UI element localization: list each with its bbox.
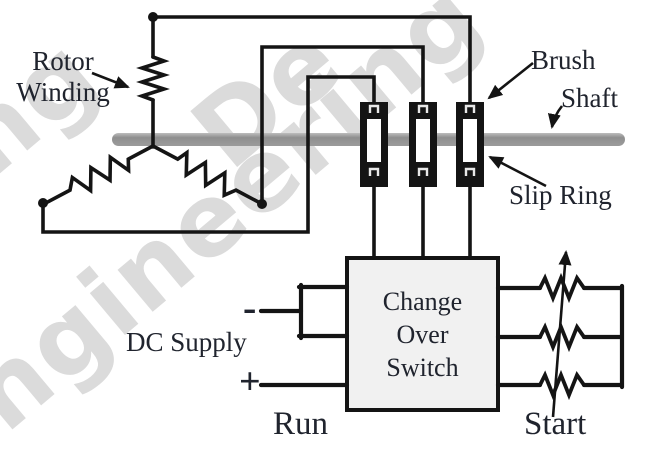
dc-supply-wiring xyxy=(258,282,350,388)
switch-label-line1: Change xyxy=(382,286,463,316)
junction-dot-left xyxy=(38,198,48,208)
resistor-rotor-top xyxy=(136,55,170,102)
resistor-start-2 xyxy=(538,321,586,353)
resistor-rotor-left xyxy=(41,144,155,207)
shaft-arrow xyxy=(547,105,564,129)
resistor-start-3 xyxy=(538,369,586,401)
wiring xyxy=(41,15,472,260)
wire-right-terminal-to-ring2 xyxy=(260,45,425,206)
brush-icon xyxy=(417,104,429,113)
junction-dot-top xyxy=(148,12,158,22)
minus-fork-connector xyxy=(296,282,350,341)
rotor-winding-arrow xyxy=(91,71,130,89)
junction-dots xyxy=(38,12,267,209)
wire-left-terminal-to-ring1 xyxy=(41,75,376,234)
switch-label-line2: Over xyxy=(396,319,449,349)
brush-icon xyxy=(368,104,380,113)
brush-icon xyxy=(464,104,476,113)
dc-supply-label: DC Supply xyxy=(126,327,247,357)
rotor-winding-label-line2: Winding xyxy=(16,77,110,107)
resistor-rotor-right xyxy=(151,144,265,207)
brush-arrow xyxy=(487,61,534,100)
resistor-start-1 xyxy=(538,272,586,304)
slip-ring-label: Slip Ring xyxy=(509,180,612,210)
start-label: Start xyxy=(524,406,587,442)
annotation-arrows xyxy=(91,61,572,418)
rheostat-arrow xyxy=(551,250,572,418)
start-bank-leads xyxy=(495,283,625,390)
junction-dot-right xyxy=(257,199,267,209)
brush-icon xyxy=(368,167,380,176)
rotor-winding-label-line1: Rotor xyxy=(32,46,94,76)
start-resistor-bank xyxy=(495,272,625,401)
minus-terminal-label: - xyxy=(243,285,257,330)
plus-terminal-label: + xyxy=(239,361,261,403)
slip-rings xyxy=(360,102,484,187)
slip-ring-arrow xyxy=(488,155,547,188)
run-label: Run xyxy=(273,406,329,442)
change-over-switch-label: Change Over Switch xyxy=(347,258,498,410)
wire-top-to-ring3 xyxy=(151,15,472,104)
shaft-label: Shaft xyxy=(561,83,618,113)
brush-label: Brush xyxy=(531,45,596,75)
rotor-winding-label: Rotor Winding xyxy=(8,46,118,108)
slip-ring-3 xyxy=(456,102,484,187)
brush-icon xyxy=(464,167,476,176)
slip-ring-1 xyxy=(360,102,388,187)
wire-rings-to-switch xyxy=(372,185,472,260)
brush-icon xyxy=(417,167,429,176)
switch-label-line3: Switch xyxy=(386,352,459,382)
slip-ring-2 xyxy=(409,102,437,187)
